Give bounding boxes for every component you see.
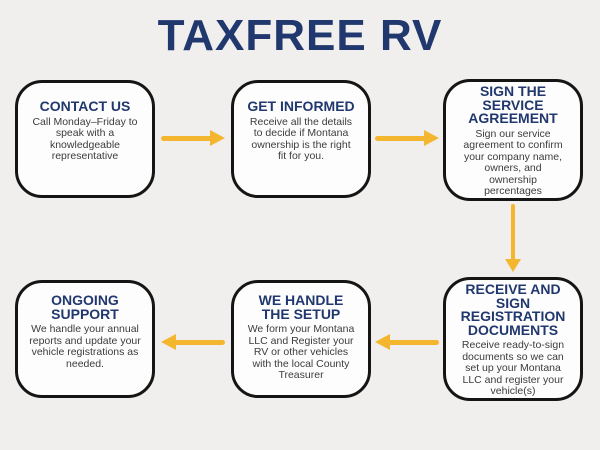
arrow-right-icon [375,130,439,146]
step-box-contact-us: CONTACT US Call Monday–Friday to speak w… [15,80,155,198]
arrow-head [161,334,176,350]
arrow-left-icon [161,334,225,350]
step-box-sign-service-agreement: SIGN THE SERVICE AGREEMENT Sign our serv… [443,79,583,201]
step-heading-sign-service-agreement: SIGN THE SERVICE AGREEMENT [468,83,558,126]
arrow-head [505,259,521,272]
arrow-head [210,130,225,146]
arrow-right-icon [161,130,225,146]
arrow-shaft [161,135,214,141]
step-heading-ongoing-support: ONGOING SUPPORT [51,292,119,322]
arrow-shaft [172,339,225,345]
step-heading-receive-sign-registration-documents: RECEIVE AND SIGN REGISTRATION DOCUMENTS [460,281,566,338]
arrow-shaft [386,339,439,345]
step-body-ongoing-support: We handle your annual reports and update… [29,323,141,370]
step-body-sign-service-agreement: Sign our service agreement to confirm yo… [463,127,563,197]
step-box-we-handle-the-setup: WE HANDLE THE SETUP We form your Montana… [231,280,371,398]
page-title: TAXFREE RV [157,11,443,60]
arrow-left-icon [375,334,439,350]
step-heading-get-informed: GET INFORMED [247,98,355,114]
step-heading-we-handle-the-setup: WE HANDLE THE SETUP [258,292,344,322]
arrow-head [424,130,439,146]
step-body-receive-sign-registration-documents: Receive ready-to-sign documents so we ca… [461,339,565,397]
step-box-receive-sign-registration-documents: RECEIVE AND SIGN REGISTRATION DOCUMENTS … [443,277,583,401]
arrow-shaft [375,135,428,141]
step-body-get-informed: Receive all the details to decide if Mon… [249,115,353,162]
arrow-head [375,334,390,350]
step-box-ongoing-support: ONGOING SUPPORT We handle your annual re… [15,280,155,398]
step-heading-contact-us: CONTACT US [39,98,131,114]
arrow-down-icon [505,204,521,272]
arrow-shaft [511,204,515,261]
step-body-contact-us: Call Monday–Friday to speak with a knowl… [32,115,138,162]
step-box-get-informed: GET INFORMED Receive all the details to … [231,80,371,198]
step-body-we-handle-the-setup: We form your Montana LLC and Register yo… [247,323,355,381]
